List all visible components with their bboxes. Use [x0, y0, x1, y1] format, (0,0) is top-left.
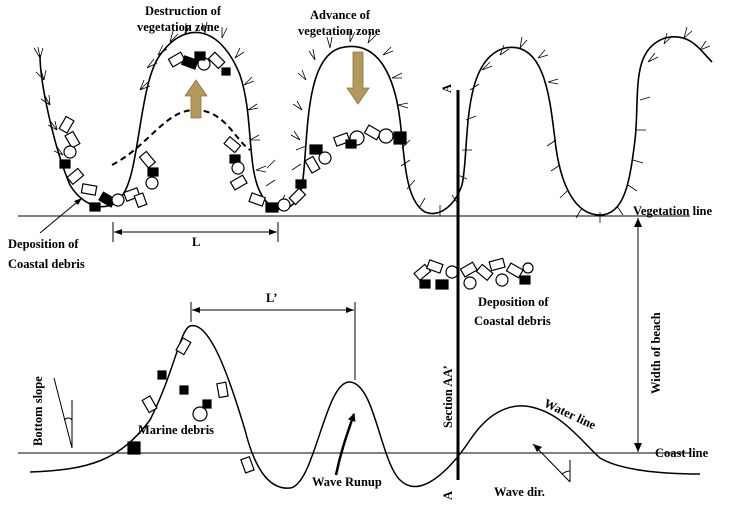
marine-debris [127, 337, 255, 474]
marine-debris-label: Marine debris [138, 423, 214, 437]
section-top-label: A [440, 84, 454, 93]
deposition-left-label-line1: Deposition of [8, 237, 79, 251]
advance-label-line2: vegetation zone [298, 24, 381, 38]
length-L-label: L [192, 235, 200, 249]
coastal-debris-top [58, 51, 407, 213]
width-of-beach-dimension [634, 218, 642, 452]
coast-line-label: Coast line [655, 446, 709, 460]
wave-runup-label: Wave Runup [312, 475, 382, 489]
section-bottom-label: A [441, 491, 455, 500]
bottom-slope-label: Bottom slope [31, 376, 45, 446]
advance-label-line1: Advance of [310, 8, 371, 22]
destruction-label-line2: vegetation zone [137, 20, 220, 34]
deposition-center-label-line2: Coastal debris [474, 314, 551, 328]
wave-dir-label: Wave dir. [494, 485, 545, 499]
section-label: Section AA’ [441, 365, 455, 428]
vegetation-tufts [33, 21, 711, 223]
wave-runup-arrow [334, 413, 356, 476]
deposition-left-label-line2: Coastal debris [8, 257, 85, 271]
deposition-left-leader [39, 197, 83, 234]
vegetation-line-label: Vegetation line [633, 204, 712, 218]
deposition-center-label-line1: Deposition of [478, 295, 549, 309]
vegetation-zone-outline [39, 31, 713, 216]
bottom-slope-indicator [53, 377, 73, 449]
destruction-label-line1: Destruction of [145, 4, 222, 18]
dimension-L-prime [190, 302, 356, 380]
wave-direction-indicator [532, 443, 571, 483]
water-line-wave [29, 325, 701, 489]
dimension-L [112, 222, 279, 242]
length-L-prime-label: L’ [266, 291, 277, 305]
destruction-arrow [184, 79, 208, 119]
coastal-debris-center [413, 257, 534, 290]
advance-arrow [346, 51, 370, 105]
width-of-beach-label: Width of beach [649, 312, 663, 394]
